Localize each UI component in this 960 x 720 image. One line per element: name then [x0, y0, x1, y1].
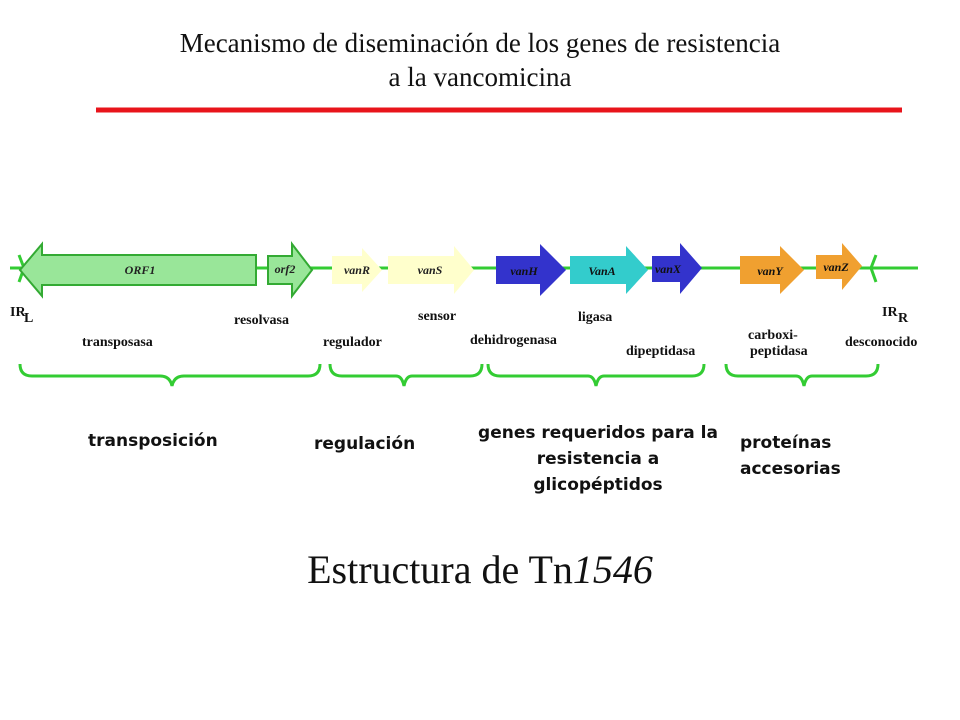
- footer-title-text: Estructura de Tn: [307, 547, 573, 592]
- vanS-arrow: [388, 246, 474, 294]
- brace-genes-requeridos: [486, 363, 706, 387]
- brace-proteinas: [724, 363, 880, 387]
- vanH-label: vanH: [510, 264, 538, 278]
- vanA-label: VanA: [588, 264, 615, 278]
- vanH-arrow: [496, 244, 566, 296]
- title-line-1: Mecanismo de diseminación de los genes d…: [179, 28, 781, 58]
- fn-resolvasa: resolvasa: [234, 313, 289, 328]
- vanX-arrow: [652, 243, 702, 294]
- vanR-arrow: [332, 248, 382, 292]
- ir-right-mark: [869, 254, 878, 283]
- vanR-label: vanR: [344, 263, 370, 277]
- fn-carboxi-1: carboxi-: [748, 328, 798, 343]
- brace-regulacion: [328, 363, 484, 387]
- group-genes-requeridos: genes requeridos para la resistencia a g…: [478, 423, 718, 495]
- vanY-arrow: [740, 246, 804, 294]
- orf2-label: orf2: [275, 262, 296, 276]
- ir-left-sub: L: [24, 311, 33, 326]
- vanS-label: vanS: [418, 263, 443, 277]
- orf2-arrow: [267, 241, 314, 299]
- ir-right-sub: R: [898, 311, 909, 326]
- group-transposicion: transposición: [88, 431, 218, 451]
- fn-dipeptidasa: dipeptidasa: [626, 344, 695, 359]
- ir-right-label: IR: [882, 305, 898, 320]
- fn-ligasa: ligasa: [578, 310, 612, 325]
- orf1-label: ORF1: [125, 263, 156, 277]
- vanY-label: vanY: [757, 264, 784, 278]
- orf1-arrow: [18, 241, 257, 299]
- footer-title: Estructura de Tn1546: [0, 546, 960, 593]
- vanZ-arrow: [816, 243, 862, 290]
- fn-dehidrogenasa: dehidrogenasa: [470, 333, 557, 348]
- vanA-arrow: [570, 246, 648, 294]
- fn-regulador: regulador: [323, 335, 382, 350]
- group-proteinas-accesorias: proteínas accesorias: [740, 433, 841, 479]
- title-line-2: a la vancomicina: [388, 62, 572, 92]
- fn-desconocido: desconocido: [845, 335, 917, 350]
- vanX-label: vanX: [655, 262, 682, 276]
- fn-sensor: sensor: [418, 309, 456, 324]
- fn-carboxi-2: peptidasa: [750, 344, 808, 359]
- vanZ-label: vanZ: [823, 260, 849, 274]
- ir-left-label: IR: [10, 305, 26, 320]
- group-regulacion: regulación: [314, 434, 416, 454]
- brace-transposicion: [18, 363, 322, 387]
- footer-title-italic: 1546: [572, 547, 653, 592]
- fn-transposasa: transposasa: [82, 335, 153, 350]
